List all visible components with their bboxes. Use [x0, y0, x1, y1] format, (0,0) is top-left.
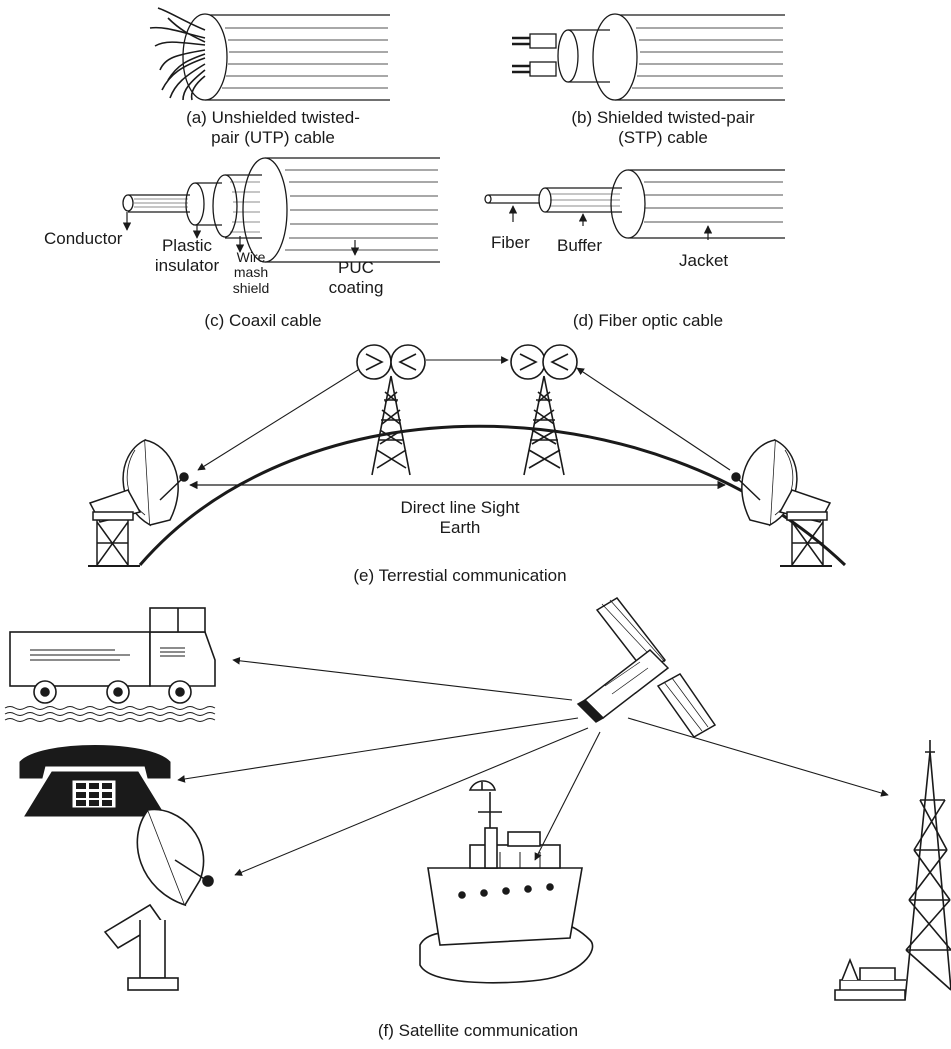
terrestrial-caption: (e) Terrestial communication	[353, 566, 567, 585]
stp-caption-line1: (b) Shielded twisted-pair	[571, 108, 755, 127]
shield-label-line2: mash	[233, 264, 269, 281]
relay-tower-right-icon	[510, 344, 578, 476]
coax-pointer-arrows	[122, 212, 360, 256]
utp-caption-line1: (a) Unshielded twisted-	[186, 108, 360, 127]
utp-caption-line2: pair (UTP) cable	[211, 128, 335, 148]
stp-caption-line2: (STP) cable	[618, 128, 708, 148]
fiber-pointer-arrows	[508, 205, 713, 240]
shield-label: Wire mash shield	[232, 249, 270, 296]
shield-label-line3: shield	[232, 279, 270, 296]
offshore-tower-icon	[834, 740, 951, 1001]
terrestrial-links	[197, 356, 731, 471]
shield-label-line1: Wire	[236, 249, 266, 265]
coating-label-line2: coating	[328, 278, 384, 298]
satellite-links	[177, 656, 889, 876]
line-of-sight-label: Direct line Sight Earth	[400, 498, 519, 538]
telephone-icon	[19, 745, 171, 817]
left-dish-antenna-icon	[88, 438, 189, 567]
insulator-label-line1: Plastic	[161, 236, 213, 255]
coating-label: PUC coating	[329, 258, 384, 298]
earth-curve	[138, 424, 847, 567]
right-dish-antenna-icon	[731, 438, 832, 567]
line-of-sight-label-line2: Earth	[439, 518, 481, 538]
coax-cable-icon	[122, 157, 440, 263]
fiber-label: Fiber	[491, 233, 530, 252]
buffer-label: Buffer	[557, 236, 603, 255]
satellite-caption: (f) Satellite communication	[377, 1021, 579, 1040]
truck-icon	[4, 607, 216, 722]
earth-station-dish-icon	[103, 808, 214, 991]
stp-caption: (b) Shielded twisted-pair (STP) cable	[571, 108, 754, 148]
jacket-label: Jacket	[679, 251, 729, 270]
fiber-cable-icon	[484, 169, 785, 239]
utp-caption: (a) Unshielded twisted- pair (UTP) cable	[186, 108, 360, 148]
ship-icon	[419, 780, 594, 984]
stp-cable-icon	[512, 13, 785, 101]
relay-tower-left-icon	[356, 344, 426, 476]
insulator-label-line2: insulator	[154, 256, 220, 276]
conductor-label: Conductor	[44, 229, 123, 248]
utp-cable-icon	[149, 7, 390, 101]
insulator-label: Plastic insulator	[155, 236, 219, 276]
coating-label-line1: PUC	[338, 258, 374, 277]
fiber-caption: (d) Fiber optic cable	[572, 311, 724, 330]
line-of-sight-label-line1: Direct line Sight	[400, 498, 520, 517]
satellite-icon	[576, 597, 717, 738]
coax-caption: (c) Coaxil cable	[204, 311, 322, 330]
